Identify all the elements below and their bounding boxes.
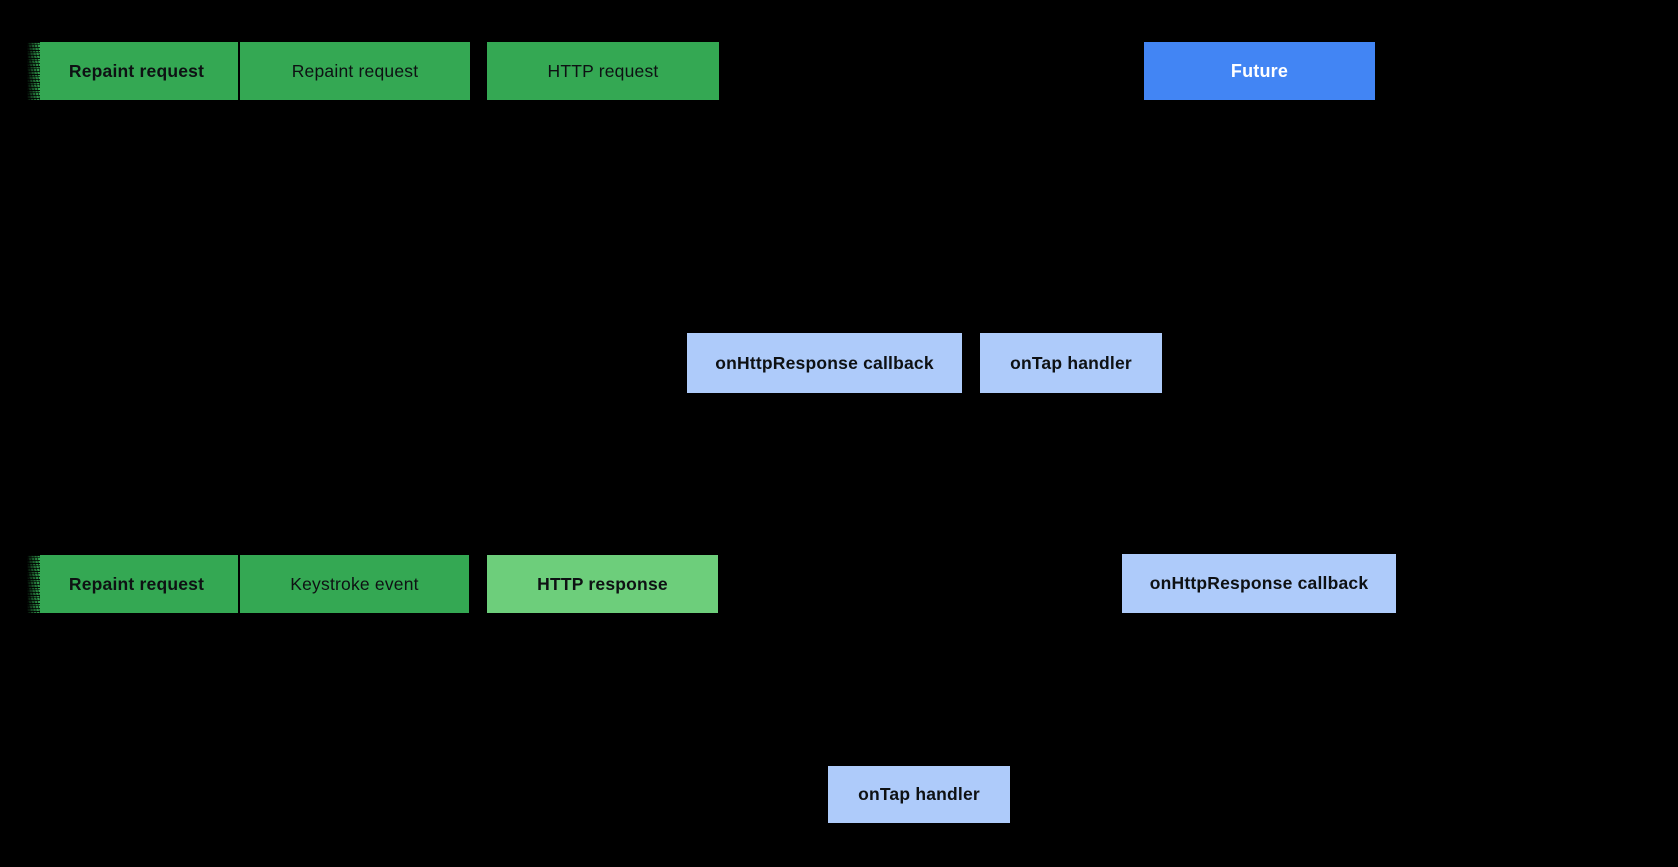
callback-box-onhttpresponse-mid: onHttpResponse callback xyxy=(687,333,962,393)
event-box-repaint-request-bottom: Repaint request xyxy=(27,555,238,613)
event-box-repaint-request-top-1: Repaint request xyxy=(27,42,238,100)
callback-box-onhttpresponse-bottom: onHttpResponse callback xyxy=(1122,554,1396,613)
event-box-keystroke-event: Keystroke event xyxy=(240,555,469,613)
handler-box-ontap-bottom: onTap handler xyxy=(828,766,1010,823)
future-box: Future xyxy=(1144,42,1375,100)
handler-box-ontap-mid: onTap handler xyxy=(980,333,1162,393)
event-box-repaint-request-top-2: Repaint request xyxy=(240,42,470,100)
event-box-http-request: HTTP request xyxy=(487,42,719,100)
event-box-http-response: HTTP response xyxy=(487,555,718,613)
